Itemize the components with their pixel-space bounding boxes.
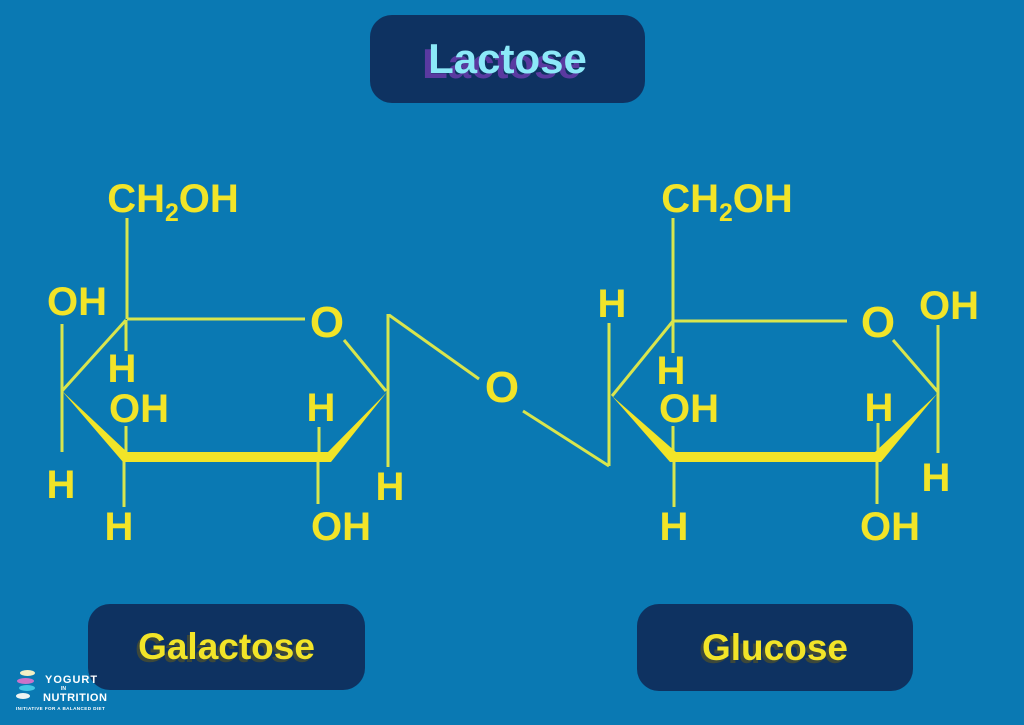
galactose-oh-inner-left-label: OH [109, 387, 169, 431]
bond-line [522, 409, 610, 468]
galactose-oh-bottom-right-label: OH [311, 505, 371, 549]
bond-line [610, 320, 675, 397]
galactose-h-inner-right-label: H [306, 386, 336, 430]
lactose-title: Lactose [428, 35, 587, 82]
glucose-h-inner-upper-label: H [656, 349, 686, 393]
galactose-h-anomeric-label: H [375, 465, 405, 509]
galactose-h-bottom-left-label: H [104, 505, 134, 549]
ch2oh-subscript: 2 [718, 200, 733, 227]
galactose-bonds [60, 218, 390, 507]
glucose-ring-oxygen-label: O [860, 298, 896, 347]
glucose-bonds [610, 218, 940, 507]
logo-disc [17, 677, 34, 684]
glucose-label-box: Glucose [637, 604, 913, 691]
ch2oh-prefix: CH [107, 177, 165, 221]
logo-text-nutrition: NUTRITION [43, 692, 108, 704]
logo-disc [16, 692, 30, 699]
lactose-title-box: Lactose [370, 15, 645, 103]
ch2oh-suffix: OH [732, 177, 793, 221]
glucose-h-inner-right-label: H [864, 386, 894, 430]
glucose-h-upper-left-label: H [597, 282, 627, 326]
galactose-label-box: Galactose [88, 604, 365, 690]
glucose-h-outer-right-label: H [921, 456, 951, 500]
ch2oh-suffix: OH [178, 177, 239, 221]
bond-line [891, 339, 940, 393]
bond-line [388, 313, 480, 381]
glucose-label: Glucose [702, 626, 848, 668]
glucose-oh-bottom-right-label: OH [860, 505, 920, 549]
ch2oh-prefix: CH [661, 177, 719, 221]
galactose-h-inner-upper-label: H [107, 347, 137, 391]
glucose-h-bottom-left-label: H [659, 505, 689, 549]
galactose-ring-oxygen-label: O [309, 298, 345, 347]
logo-stacked-discs-icon [16, 670, 42, 700]
logo-tagline: INITIATIVE FOR A BALANCED DIET [16, 706, 106, 711]
logo-disc [20, 670, 35, 676]
glucose-oh-upper-right-label: OH [919, 284, 979, 328]
glycosidic-bridge-bonds [388, 313, 611, 468]
logo-text-in: IN [61, 686, 66, 692]
ch2oh-subscript: 2 [164, 200, 179, 227]
galactose-oh-upper-left-label: OH [47, 280, 107, 324]
galactose-label: Galactose [138, 626, 315, 667]
bond-line [60, 318, 128, 393]
galactose-ch2oh-label: CH2OH [107, 177, 239, 226]
bond-line [342, 339, 388, 392]
logo-text-yogurt: YOGURT [45, 674, 99, 686]
galactose-h-outer-left-label: H [46, 463, 76, 507]
glucose-oh-inner-left-label: OH [659, 387, 719, 431]
glycosidic-oxygen-label: O [484, 363, 520, 412]
glucose-ch2oh-label: CH2OH [661, 177, 793, 226]
logo-disc [19, 685, 35, 691]
